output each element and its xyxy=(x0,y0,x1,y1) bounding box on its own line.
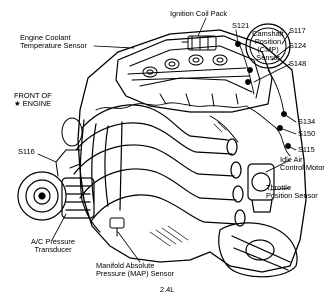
iac-label-line1: Idle Air xyxy=(280,155,303,164)
map-sensor xyxy=(109,217,125,237)
ignition-coil-label: Ignition Coil Pack xyxy=(170,9,228,18)
throttle-body xyxy=(247,163,275,213)
engine-size-label: 2.4L xyxy=(160,285,175,294)
tps-label: Throttle Position Sensor xyxy=(266,184,318,200)
s148-label: S148 xyxy=(289,59,307,68)
iac-label-line2: Control Motor xyxy=(280,163,325,172)
shading-hatch xyxy=(149,121,227,247)
engine-coolant-label-line1: Engine Coolant xyxy=(20,33,71,42)
ac-compressor xyxy=(17,171,95,221)
tps-label-line2: Position Sensor xyxy=(266,191,318,200)
ac-label-line2: Transducer xyxy=(34,245,72,254)
ac-label-line1: A/C Pressure xyxy=(31,237,75,246)
front-of-engine-line2: ★ ENGINE xyxy=(14,99,52,108)
ac-pressure-label: A/C Pressure Transducer xyxy=(26,238,80,254)
intake-manifold xyxy=(73,104,246,233)
timing-cover xyxy=(55,117,83,177)
transaxle xyxy=(218,222,298,278)
engine-coolant-label: Engine Coolant Temperature Sensor xyxy=(20,34,87,50)
s121-label: S121 xyxy=(232,21,250,30)
valve-cover xyxy=(115,35,273,113)
cmp-sensor-label: Camshaft Position (CMP) Sensor xyxy=(251,30,285,62)
map-label-line1: Manifold Absolute xyxy=(96,261,155,270)
cmp-label-line1: Camshaft xyxy=(252,29,284,38)
s117-label: S117 xyxy=(289,26,306,35)
map-sensor-label: Manifold Absolute Pressure (MAP) Sensor xyxy=(96,262,174,278)
s124-label: S124 xyxy=(289,41,307,50)
s134-label: S134 xyxy=(298,117,316,126)
s116-label: S116 xyxy=(18,147,35,156)
cmp-label-line3: (CMP) xyxy=(257,45,279,54)
map-label-line2: Pressure (MAP) Sensor xyxy=(96,269,175,278)
ignition-coil-pack xyxy=(181,35,217,51)
tps-label-line1: Throttle xyxy=(266,183,292,192)
front-of-engine-label: FRONT OF ★ ENGINE xyxy=(14,92,52,108)
engine-block xyxy=(77,29,307,273)
cmp-label-line4: Sensor xyxy=(256,53,280,62)
wiring-harness xyxy=(95,41,291,157)
leader-lines xyxy=(37,17,297,263)
s150-label: S150 xyxy=(298,129,316,138)
cmp-label-line2: Position xyxy=(254,37,282,46)
s115-label: S115 xyxy=(298,145,315,154)
iac-motor-label: Idle Air Control Motor xyxy=(280,156,325,172)
engine-coolant-label-line2: Temperature Sensor xyxy=(20,41,87,50)
front-of-engine-line1: FRONT OF xyxy=(14,91,52,100)
